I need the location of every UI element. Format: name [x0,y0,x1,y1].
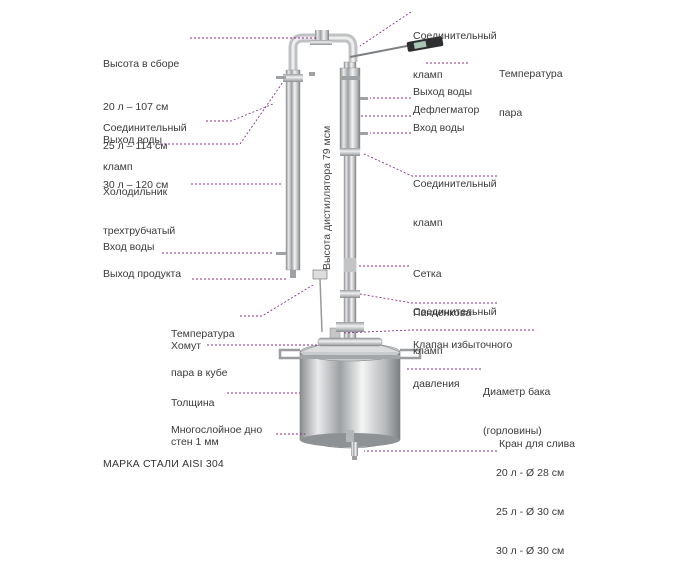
tank [299,340,401,449]
label-bottom: Многослойное дно [171,424,263,436]
label-low-clamp: Соединительный кламп [413,280,497,371]
valve-line2: давления [413,378,460,390]
label-wall: Толщина стен 1 мм [171,371,219,462]
distillation-column [336,61,368,339]
height-title: Высота в сборе [103,58,180,70]
clamp-left-line1: Соединительный [103,122,187,134]
low-clamp-line2: кламп [413,345,443,357]
label-water-in-left: Вход воды [103,241,155,253]
label-product-out: Выход продукта [103,268,182,280]
pressure-valve [329,327,341,339]
label-vapor-temp: Температура пара [499,42,563,133]
cube-temp-line1: Температура [171,328,235,340]
valve-line1: Клапан избыточного [413,339,513,351]
tank-line2: (горловины) [483,425,542,437]
tank-30: 30 л - Ø 30 см [496,545,565,557]
vapor-thermometer [349,36,444,58]
label-cube-temp: Температура пара в кубе [171,302,235,393]
height-20: 20 л – 107 см [103,101,169,113]
tank-25: 25 л - Ø 30 см [496,506,565,518]
cube-thermometer [312,269,328,333]
low-clamp-line1: Соединительный [413,306,497,318]
top-clamp-line1: Соединительный [413,30,497,42]
label-cooler: Холодильник трехтрубчатый [103,160,175,251]
steel-grade: МАРКА СТАЛИ AISI 304 [103,458,224,470]
top-clamp-line2: кламп [413,69,443,81]
top-arch [288,30,358,70]
tank-line1: Диаметр бака [483,386,551,398]
vapor-temp-line1: Температура [499,68,563,80]
label-drain: Кран для слива [499,438,575,450]
cooler-line2: трехтрубчатый [103,225,176,237]
mid-clamp-line1: Соединительный [413,178,497,190]
cooler [276,69,315,278]
label-khomut: Хомут [171,340,202,352]
drain-tap [346,430,358,460]
clamp-left-line2: кламп [103,161,133,173]
vapor-temp-line2: пара [499,107,523,119]
height-25: 25 л – 114 см [103,140,168,152]
wall-line2: стен 1 мм [171,436,219,448]
tank-20: 20 л - Ø 28 см [496,467,565,479]
label-water-out-right: Выход воды [413,86,473,98]
wall-line1: Толщина [171,397,215,409]
mesh-line1: Сетка [413,268,442,280]
tank-handles [278,348,422,360]
distiller-illustration: Высота дистиллятора 79 мсм [156,11,534,460]
mid-clamp-line2: кламп [413,217,443,229]
cube-temp-line2: пара в кубе [171,367,228,379]
height-block: Высота в сборе 20 л – 107 см 25 л – 114 … [103,32,179,205]
column-height-label: Высота дистиллятора 79 мсм [321,126,333,270]
height-30: 30 л – 120 см [103,179,169,191]
mesh-line2: Панченкова [413,307,472,319]
cooler-line1: Холодильник [103,186,168,198]
label-water-in-right: Вход воды [413,122,465,134]
label-clamp-left: Соединительный кламп [103,96,187,187]
label-dephleg: Дефлегматор [413,104,480,116]
label-valve: Клапан избыточного давления [413,313,512,404]
label-water-out-left: Выход воды [103,134,163,146]
leader-lines [156,11,534,452]
label-top-clamp: Соединительный кламп [413,4,497,95]
label-mesh: Сетка Панченкова [413,242,471,333]
label-mid-clamp: Соединительный кламп [413,152,497,243]
label-tank: Диаметр бака (горловины) 20 л - Ø 28 см … [483,360,564,571]
lid-clamp [317,337,383,347]
